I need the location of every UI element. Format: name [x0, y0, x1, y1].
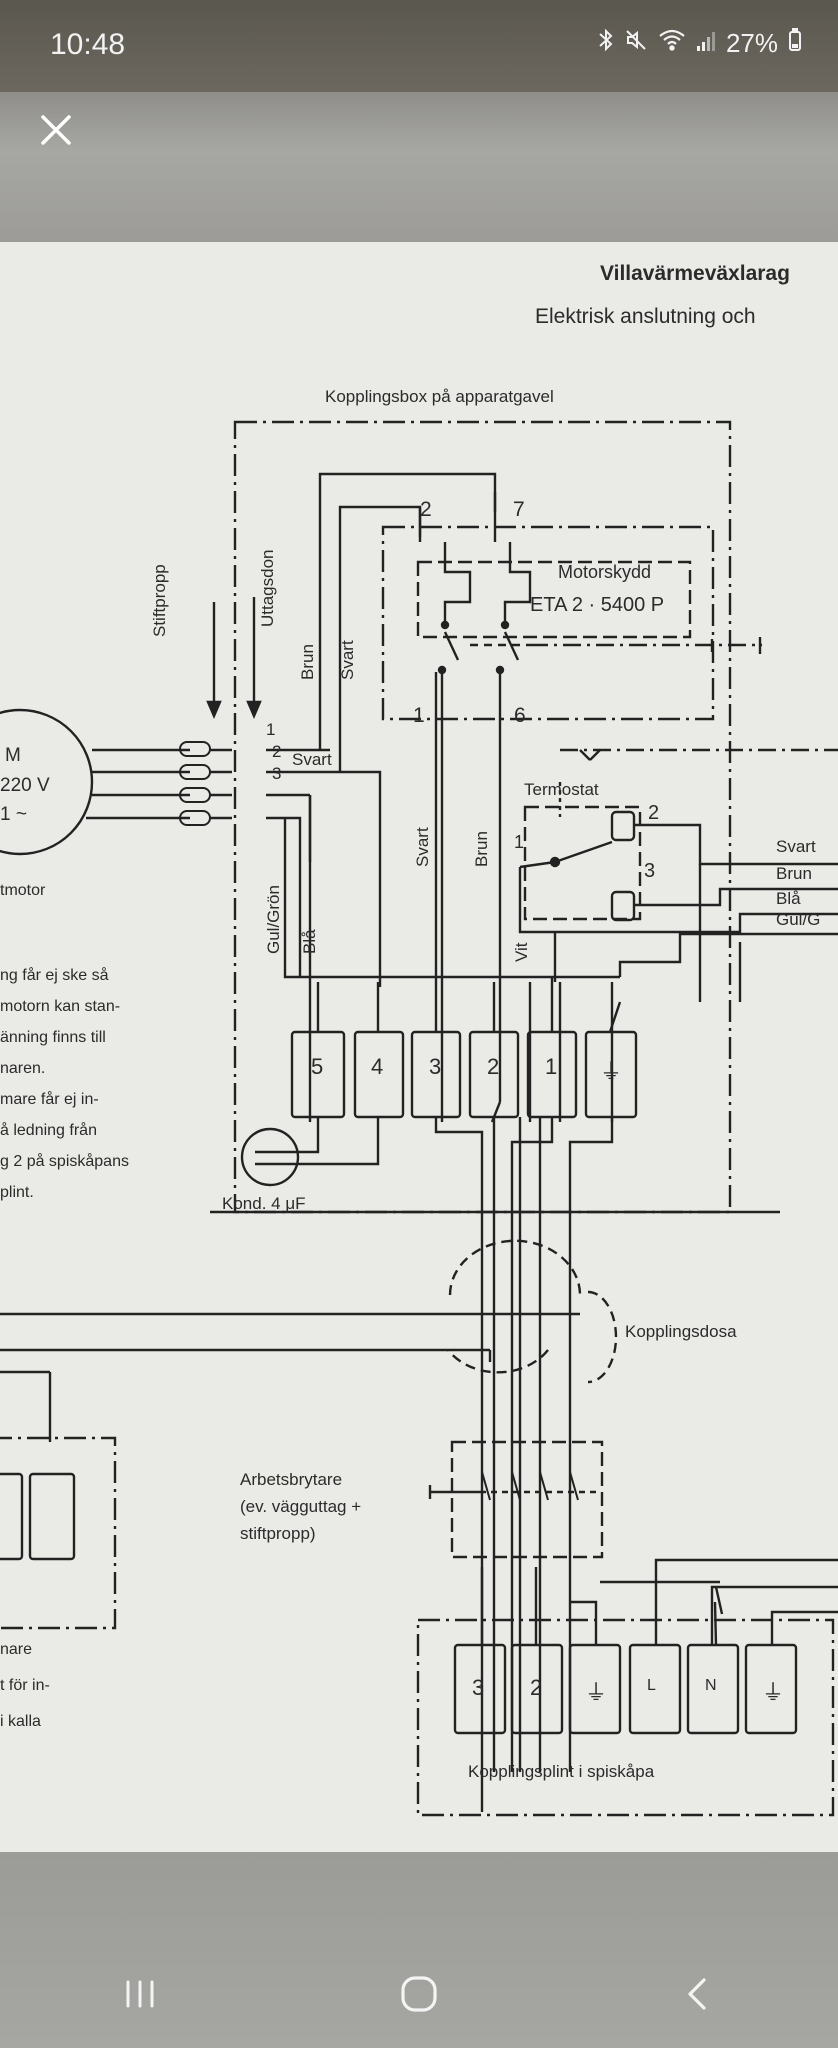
- wire-label-brun: Brun: [776, 864, 812, 883]
- recents-icon: [126, 1980, 154, 2008]
- switch-number-2: 2: [420, 498, 432, 521]
- wire-label-svart-plug: Svart: [292, 750, 332, 769]
- terminal-block-outline: [416, 1618, 835, 1817]
- terminal-block-label: Kopplingsplint i spiskåpa: [468, 1762, 655, 1781]
- note-line-7: g 2 på spiskåpans: [0, 1153, 129, 1170]
- note-line-1: ng får ej ske så: [0, 967, 109, 984]
- wifi-icon: [658, 28, 686, 59]
- box-terminal-4: 4: [371, 1054, 384, 1079]
- plint-terminal-3: 3: [472, 1675, 485, 1700]
- signal-icon: [696, 28, 716, 59]
- wiring-diagram: [0, 420, 838, 1817]
- wire-label-bla-vertical: Blå: [300, 929, 319, 954]
- metal-frame-bottom: [0, 1852, 838, 2048]
- switch-number-6: 6: [514, 704, 526, 727]
- motor-protection-outline: [381, 525, 715, 721]
- box-terminal-row: [290, 1030, 638, 1119]
- plint-terminal-2: 2: [530, 1675, 543, 1700]
- home-icon: [401, 1976, 437, 2012]
- note-line-2: motorn kan stan-: [0, 998, 121, 1015]
- plug-number-2: 2: [272, 742, 282, 761]
- schematic-paper: Villavärmeväxlarag Elektrisk anslutning …: [0, 242, 838, 1852]
- work-switch-label-2: (ev. vägguttag +: [240, 1497, 362, 1516]
- thermostat-terminal-1: 1: [514, 832, 525, 852]
- back-button[interactable]: [658, 1954, 738, 2034]
- junction-box-title: Kopplingsbox på apparatgavel: [325, 387, 554, 406]
- motor-label-voltage: 220 V: [0, 775, 50, 796]
- plug-number-3: 3: [272, 764, 282, 783]
- kopplingsdosa-label: Kopplingsdosa: [625, 1322, 737, 1341]
- plint-terminal-L: L: [647, 1677, 656, 1694]
- wire-label-svart: Svart: [776, 837, 816, 856]
- work-switch-label-1: Arbetsbrytare: [240, 1470, 343, 1489]
- plint-terminal-ground-1: ⏚: [585, 1680, 608, 1705]
- thermostat-outline: [523, 805, 642, 921]
- status-bar: 10:48 27%: [0, 0, 838, 92]
- note-line-8: plint.: [0, 1184, 34, 1201]
- work-switch-label-3: stiftpropp): [240, 1524, 316, 1543]
- status-icons: 27%: [598, 28, 802, 59]
- wire-label-gulgron-vertical: Gul/Grön: [264, 885, 283, 954]
- capacitor-symbol: [240, 1127, 300, 1187]
- battery-text: 27%: [725, 28, 778, 58]
- relay-coil-outline: [416, 560, 692, 639]
- switch-number-1: 1: [413, 704, 425, 727]
- thermostat-terminal-3: 3: [644, 860, 656, 882]
- bluetooth-icon: [598, 28, 614, 59]
- recents-button[interactable]: [100, 1954, 180, 2034]
- wire-label-svart-vertical: Svart: [338, 640, 357, 680]
- wire-label-svart-center: Svart: [413, 827, 432, 867]
- box-terminal-1: 1: [545, 1054, 558, 1079]
- thermostat-label: Termostat: [524, 780, 599, 799]
- wire-label-brun-vertical: Brun: [298, 644, 317, 680]
- note-bottom-3: i kalla: [0, 1713, 41, 1730]
- note-line-6: å ledning från: [0, 1122, 97, 1139]
- document-title: Villavärmeväxlarag: [600, 262, 790, 285]
- capacitor-label: Kond. 4 μF: [222, 1194, 306, 1213]
- box-terminal-2: 2: [487, 1054, 500, 1079]
- wire-label-gulgron: Gul/G: [776, 910, 821, 929]
- work-switch-outline: [450, 1440, 604, 1559]
- document-subtitle: Elektrisk anslutning och: [535, 305, 756, 328]
- wire-label-brun-center: Brun: [472, 831, 491, 867]
- wire-label-vit: Vit: [512, 942, 531, 962]
- wire-label-bla: Blå: [776, 889, 801, 908]
- navigation-bar: [0, 1940, 838, 2048]
- battery-icon: [788, 28, 802, 59]
- plug-number-1: 1: [266, 720, 276, 739]
- motor-protection-label: Motorskydd: [558, 562, 652, 582]
- switch-number-7: 7: [513, 498, 525, 521]
- plint-terminal-N: N: [705, 1677, 717, 1694]
- note-line-5: mare får ej in-: [0, 1091, 99, 1108]
- close-button[interactable]: [30, 104, 82, 156]
- note-bottom-1: nare: [0, 1641, 33, 1658]
- motor-name: tmotor: [0, 882, 46, 899]
- motor-label-phase: 1 ~: [0, 804, 27, 825]
- plint-terminal-row: [453, 1643, 798, 1735]
- note-line-4: naren.: [0, 1060, 46, 1077]
- motor-label-m: M: [5, 745, 21, 766]
- plint-terminal-ground-2: ⏚: [762, 1680, 785, 1705]
- box-terminal-5: 5: [311, 1054, 324, 1079]
- mute-icon: [624, 28, 648, 59]
- thermostat-terminal-2: 2: [648, 802, 660, 824]
- metal-frame-top: [0, 92, 838, 242]
- home-button[interactable]: [379, 1954, 459, 2034]
- motor-symbol: [0, 708, 94, 856]
- motor-protection-model: ETA 2 · 5400 P: [530, 594, 665, 616]
- box-terminal-ground: ⏚: [600, 1059, 623, 1084]
- stiftpropp-label: Stiftpropp: [150, 564, 169, 637]
- status-clock: 10:48: [50, 28, 126, 61]
- uttagsdon-label: Uttagsdon: [258, 549, 277, 628]
- kopplingsdosa-arc: [448, 1239, 582, 1296]
- box-terminal-3: 3: [429, 1054, 442, 1079]
- note-line-3: änning finns till: [0, 1029, 106, 1046]
- note-bottom-2: t för in-: [0, 1677, 50, 1694]
- back-icon: [688, 1978, 706, 2010]
- close-icon: [41, 115, 71, 145]
